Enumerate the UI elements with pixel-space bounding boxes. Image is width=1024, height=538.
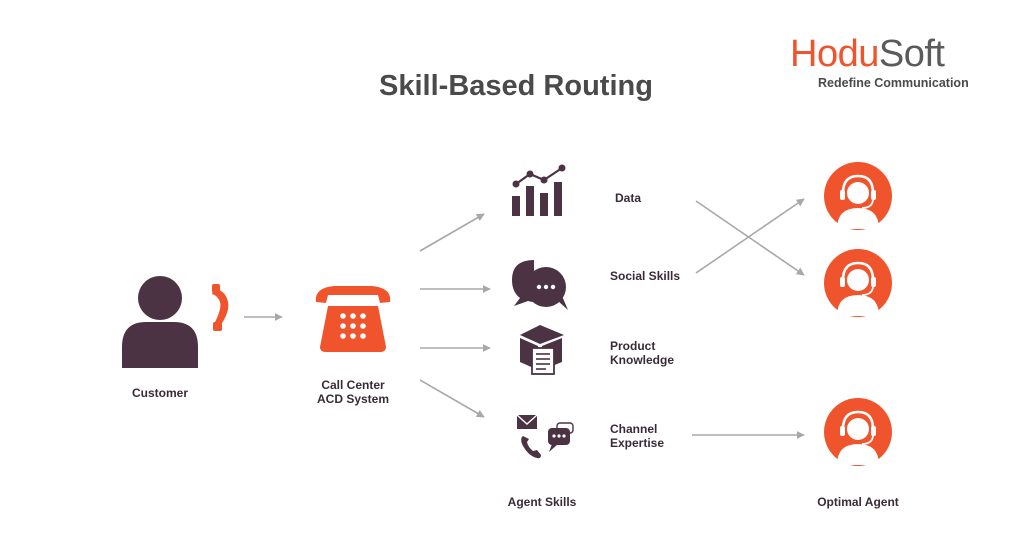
skill-label-social-skills: Social Skills bbox=[610, 269, 681, 283]
skill-label-data: Data bbox=[615, 191, 642, 205]
agent-headset-icon bbox=[824, 249, 892, 317]
desk-phone-icon bbox=[315, 286, 391, 352]
agent-headset-icon bbox=[824, 162, 892, 230]
skill-label-product-knowledge: Product Knowledge bbox=[610, 339, 675, 367]
skills-to-agents-arrows bbox=[692, 198, 805, 439]
chat-bubbles-icon bbox=[512, 260, 568, 310]
bar-chart-icon bbox=[512, 164, 566, 216]
brand-name-part1: Hodu bbox=[790, 33, 879, 75]
person-with-phone-icon bbox=[122, 276, 229, 368]
brand-logo: HoduSoft Redefine Communication bbox=[790, 33, 969, 90]
diagram-title: Skill-Based Routing bbox=[379, 70, 653, 102]
channels-icon bbox=[516, 414, 574, 459]
customer-label: Customer bbox=[131, 386, 188, 400]
brand-tagline: Redefine Communication bbox=[818, 76, 969, 90]
skill-label-channel-expertise: Channel Expertise bbox=[610, 422, 665, 450]
optimal-agent-column-label: Optimal Agent bbox=[817, 495, 899, 509]
brand-wordmark: HoduSoft bbox=[790, 33, 945, 75]
acd-system-label: Call Center ACD System bbox=[316, 378, 390, 406]
product-box-icon bbox=[520, 325, 564, 375]
agent-skills-column-label: Agent Skills bbox=[507, 495, 577, 509]
brand-name-part2: Soft bbox=[878, 33, 945, 75]
agent-headset-icon bbox=[824, 398, 892, 466]
acd-to-skills-arrows bbox=[419, 213, 491, 418]
